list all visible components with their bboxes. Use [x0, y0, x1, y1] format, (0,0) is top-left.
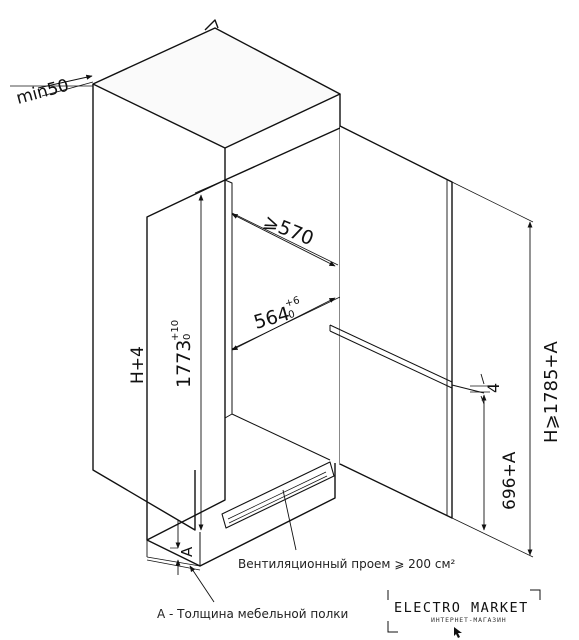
furniture-cabinet — [92, 19, 341, 567]
ventilation-caption: Вентиляционный проем ⩾ 200 см² — [238, 557, 456, 571]
electro-market-logo: ELECTRO MARKET ИНТЕРНЕТ-МАГАЗИН — [387, 589, 541, 638]
dim-1773: 1773 — [173, 340, 195, 388]
dim-shelf-a: A — [178, 546, 196, 557]
shelf-thickness-caption: А - Толщина мебельной полки — [157, 607, 348, 621]
dim-h1785a: H⩾1785+A — [541, 340, 562, 443]
dim-564-tol-low: 0 — [287, 309, 296, 321]
dim-570: ⩾570 — [260, 210, 317, 250]
cursor-icon — [454, 627, 462, 638]
dimension-labels: min50 H+4 1773 +10 0 ⩾570 564 +6 0 H⩾178… — [14, 76, 562, 557]
dim-696a: 696+A — [500, 451, 520, 510]
dim-1773-tol-low: 0 — [182, 334, 193, 340]
logo-tagline: ИНТЕРНЕТ-МАГАЗИН — [431, 616, 506, 624]
dim-h4: H+4 — [128, 346, 148, 384]
dimension-lines — [10, 74, 534, 603]
refrigerator-door — [329, 125, 485, 519]
dim-gap-4: 4 — [484, 383, 503, 393]
dim-564-group: 564 +6 0 — [251, 295, 301, 334]
dim-min50: min50 — [14, 76, 71, 109]
logo-name: ELECTRO MARKET — [394, 600, 529, 616]
dim-564-tol-high: +6 — [284, 295, 301, 310]
dim-1773-tol-high: +10 — [170, 320, 181, 341]
dim-1773-group: 1773 +10 0 — [170, 320, 195, 388]
